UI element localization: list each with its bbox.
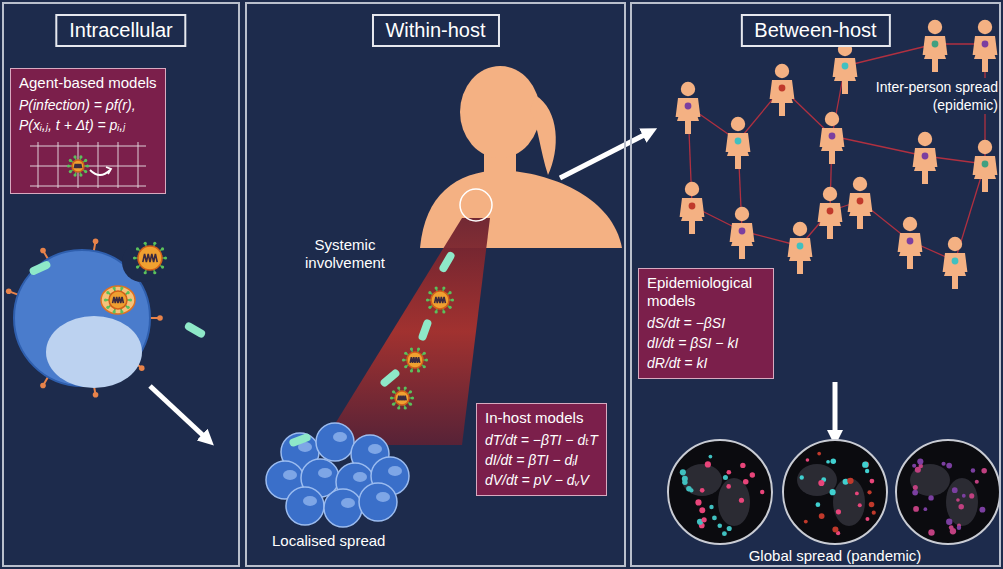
model-box: Epidemiological models dS/dt = −βSIdI/dt … bbox=[638, 268, 774, 379]
person-icon bbox=[973, 140, 998, 192]
annotation-label: Inter-person spread (epidemic) bbox=[868, 78, 998, 114]
person-icon bbox=[820, 112, 845, 164]
contact-network bbox=[676, 20, 998, 289]
person-icon bbox=[913, 132, 938, 184]
globe bbox=[896, 440, 1000, 544]
equation: P(xᵢ,ⱼ, t + Δt) = pᵢ,ⱼ bbox=[19, 115, 157, 135]
equation: dI/dt = βTI − dᵢI bbox=[485, 450, 598, 470]
equation: P(infection) = ρf(r), bbox=[19, 95, 157, 115]
model-title: Agent-based models bbox=[19, 74, 157, 92]
virus-particle bbox=[426, 287, 454, 314]
virus-particle bbox=[133, 242, 167, 275]
bacterium bbox=[438, 250, 456, 273]
person-icon bbox=[676, 82, 701, 134]
scale-arrow bbox=[560, 132, 650, 178]
scale-panel: Within-hostIn-host models dT/dt = −βTI − … bbox=[245, 2, 626, 567]
bacterium bbox=[28, 260, 51, 277]
person-icon bbox=[943, 237, 968, 289]
equation: dR/dt = kI bbox=[647, 353, 765, 373]
scale-arrow bbox=[833, 382, 838, 438]
model-title: In-host models bbox=[485, 409, 598, 427]
bacterium bbox=[379, 368, 401, 388]
model-box: Agent-based modelsP(infection) = ρf(r),P… bbox=[10, 68, 166, 194]
equation: dT/dt = −βTI − dₜT bbox=[485, 430, 598, 450]
model-box: In-host models dT/dt = −βTI − dₜTdI/dt = … bbox=[476, 403, 607, 496]
equation: dI/dt = βSI − kI bbox=[647, 333, 765, 353]
bacterium bbox=[417, 318, 432, 341]
globe bbox=[783, 440, 887, 544]
panel-heading: Intracellular bbox=[55, 14, 186, 47]
virus-particle bbox=[67, 155, 89, 176]
host-person bbox=[266, 66, 622, 527]
bacterium bbox=[288, 432, 311, 447]
model-title: Epidemiological models bbox=[647, 274, 765, 310]
host-cell bbox=[6, 238, 163, 397]
bacterium bbox=[183, 321, 206, 339]
panel-heading: Within-host bbox=[371, 14, 499, 47]
person-icon bbox=[818, 187, 843, 239]
scale-arrow bbox=[150, 386, 208, 440]
person-icon bbox=[973, 20, 998, 72]
person-icon bbox=[923, 20, 948, 72]
annotation-label: Localised spread bbox=[272, 532, 385, 550]
annotation-label: Global spread (pandemic) bbox=[735, 547, 935, 565]
annotation-label: Systemic involvement bbox=[290, 236, 400, 272]
person-icon bbox=[788, 222, 813, 274]
person-icon bbox=[726, 117, 751, 169]
virus-particle bbox=[390, 386, 414, 409]
grid-illustration bbox=[28, 140, 148, 190]
virus-particle bbox=[402, 347, 428, 372]
equation: dS/dt = −βSI bbox=[647, 313, 765, 333]
globe bbox=[668, 440, 772, 544]
person-icon bbox=[680, 182, 705, 234]
person-icon bbox=[833, 42, 858, 94]
panel-heading: Between-host bbox=[740, 14, 890, 47]
scale-panel: IntracellularAgent-based modelsP(infecti… bbox=[2, 2, 240, 567]
equation: dV/dt = pV − dᵥV bbox=[485, 470, 598, 490]
person-icon bbox=[770, 64, 795, 116]
person-icon bbox=[848, 177, 873, 229]
person-icon bbox=[898, 217, 923, 269]
person-icon bbox=[730, 207, 755, 259]
virus-particle bbox=[104, 287, 132, 314]
